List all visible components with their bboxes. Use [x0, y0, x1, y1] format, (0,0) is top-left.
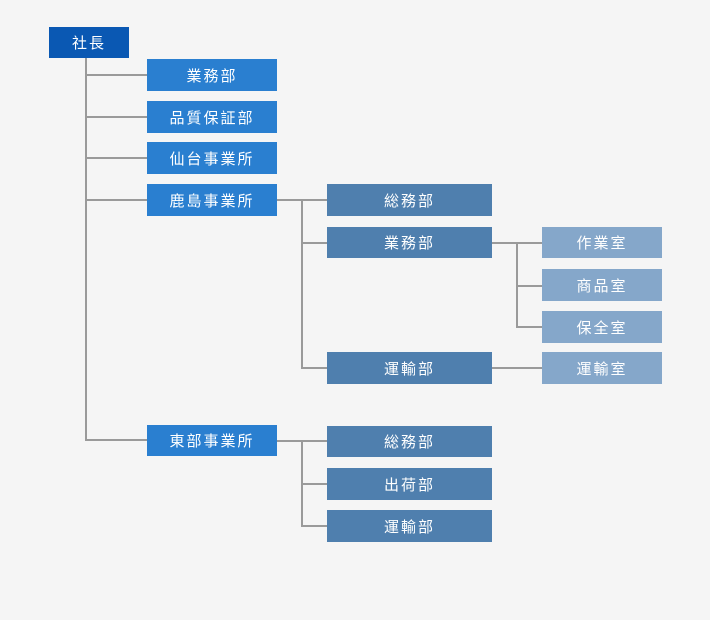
- node-hozen: 保全室: [542, 311, 662, 343]
- connector-to-hozen: [516, 326, 542, 328]
- node-tobu-shukka: 出荷部: [327, 468, 492, 500]
- connector-to-kashima-unyu: [301, 367, 327, 369]
- node-tobu-somu: 総務部: [327, 426, 492, 457]
- node-president: 社長: [49, 27, 129, 58]
- node-sendai: 仙台事業所: [147, 142, 277, 174]
- node-kashima-unyu: 運輸部: [327, 352, 492, 384]
- node-tobu-unyu: 運輸部: [327, 510, 492, 542]
- node-tobu: 東部事業所: [147, 425, 277, 456]
- connector-to-tobu-shukka: [301, 483, 327, 485]
- connector-president-trunk: [85, 58, 87, 440]
- connector-to-gyomu: [85, 74, 147, 76]
- node-hinshitsu: 品質保証部: [147, 101, 277, 133]
- node-unyu-room: 運輸室: [542, 352, 662, 384]
- connector-to-tobu-unyu: [301, 525, 327, 527]
- connector-to-unyu-room: [492, 367, 542, 369]
- node-gyomu: 業務部: [147, 59, 277, 91]
- node-kashima-somu: 総務部: [327, 184, 492, 216]
- connector-to-shohin: [516, 285, 542, 287]
- connector-to-kashima-gyomu: [301, 242, 327, 244]
- connector-to-kashima: [85, 199, 147, 201]
- node-kashima: 鹿島事業所: [147, 184, 277, 216]
- node-sagyo: 作業室: [542, 227, 662, 258]
- connector-to-hinshitsu: [85, 116, 147, 118]
- connector-to-tobu: [85, 439, 147, 441]
- connector-to-sendai: [85, 157, 147, 159]
- connector-gyomu-trunk: [516, 242, 518, 327]
- node-kashima-gyomu: 業務部: [327, 227, 492, 258]
- node-shohin: 商品室: [542, 269, 662, 301]
- connector-kashima-trunk: [301, 199, 303, 369]
